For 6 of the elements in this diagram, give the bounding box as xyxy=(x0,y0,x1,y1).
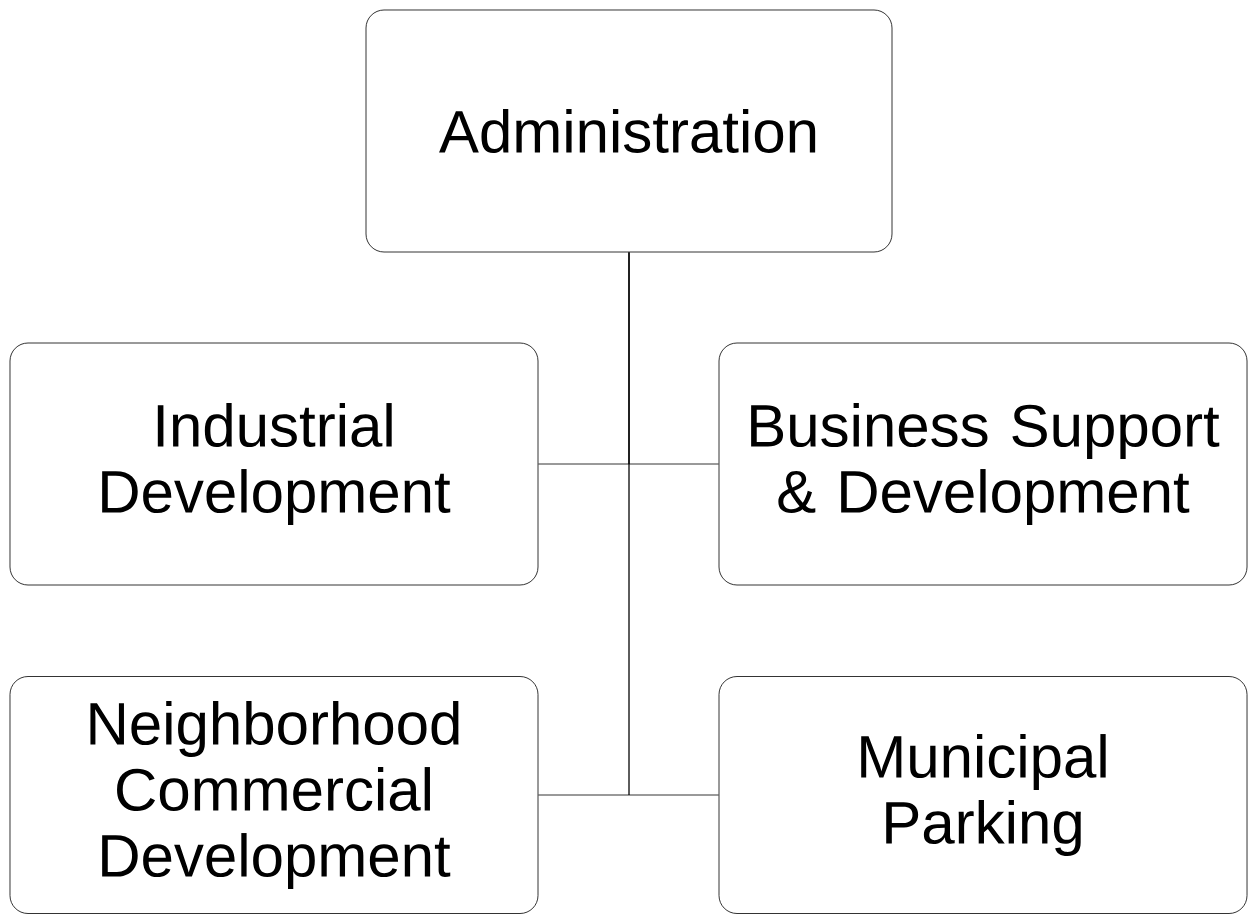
org-box: Business Support & Development xyxy=(718,342,1248,586)
org-box: Administration xyxy=(365,9,893,253)
connector-line xyxy=(628,252,719,796)
org-box: Municipal Parking xyxy=(718,676,1248,914)
org-box: Neighborhood Commercial Development xyxy=(9,676,539,914)
org-box: Industrial Development xyxy=(9,342,539,586)
